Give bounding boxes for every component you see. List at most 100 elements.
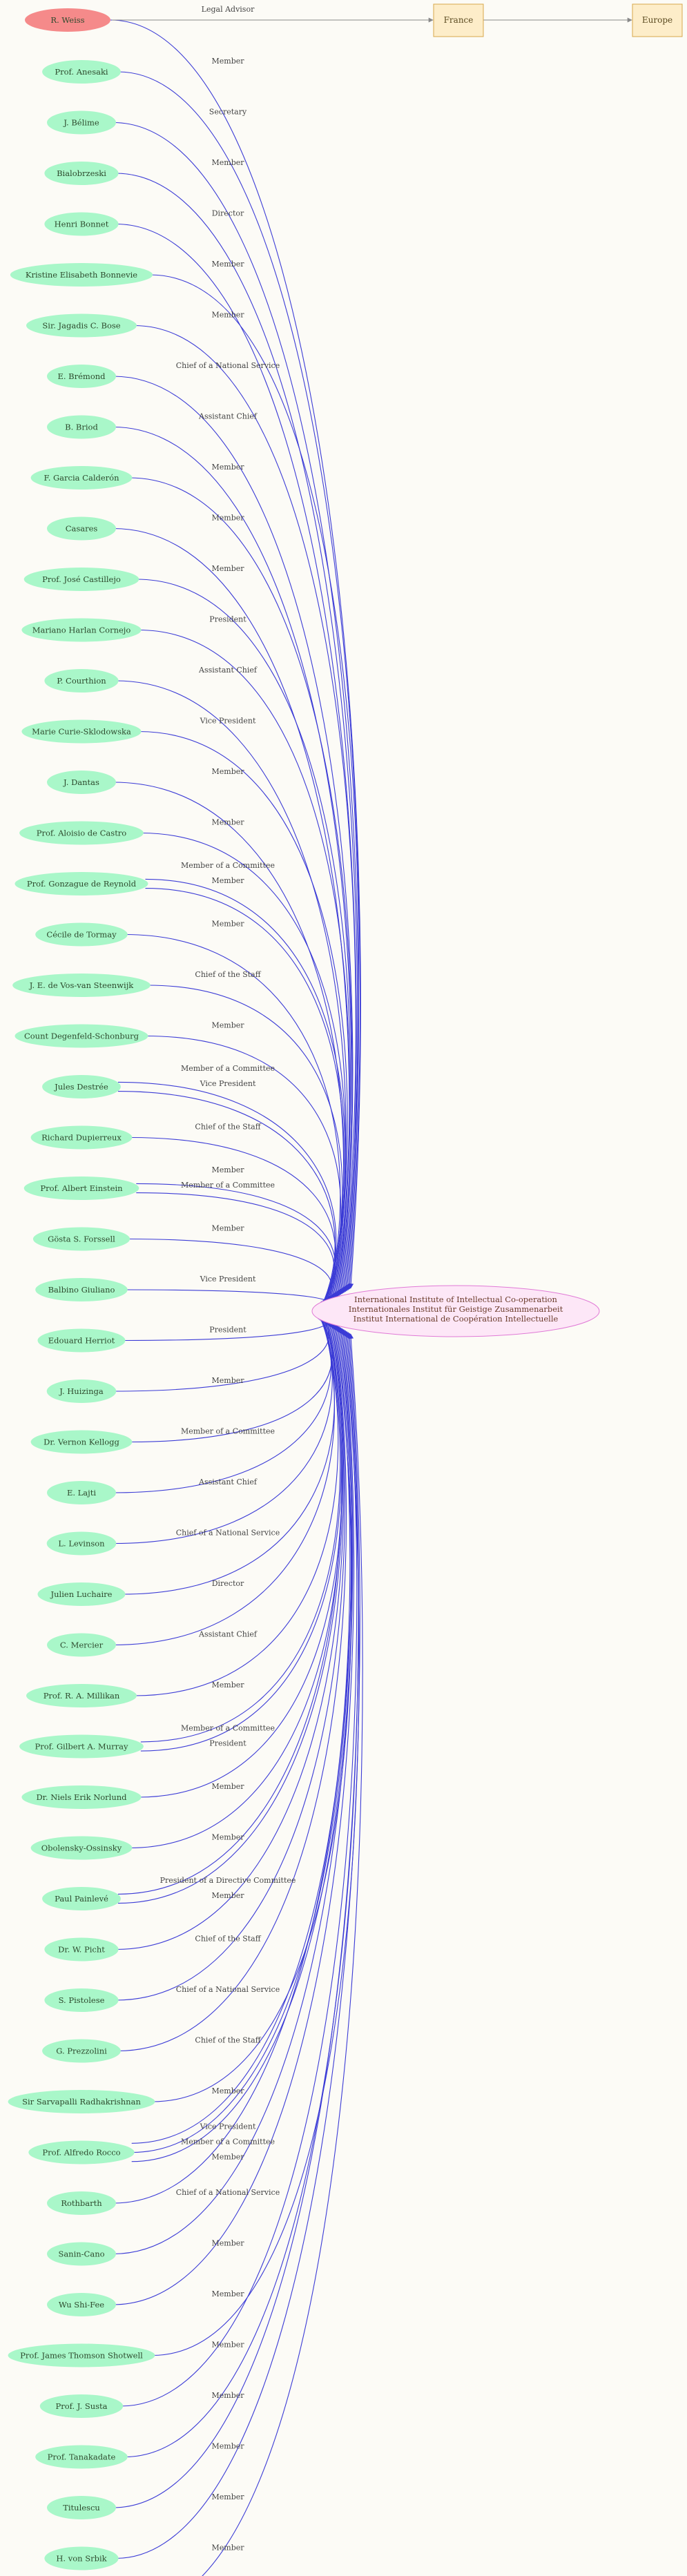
edge-e-bremond-chief-of-a-national-service-0 <box>113 376 354 1295</box>
node-sir-sarvapalli-radhakrishnan[interactable] <box>8 2090 155 2113</box>
node-j-huizinga[interactable] <box>46 1379 117 1403</box>
edge-label-prof-alfredo-rocco-member-of-a-committee-1: Member of a Committee <box>181 2138 275 2147</box>
node-prof-jose-castillejo[interactable] <box>23 568 139 591</box>
edge-label-p-courthion-assistant-chief-0: Assistant Chief <box>198 666 258 675</box>
node-prof-albert-einstein[interactable] <box>23 1176 139 1200</box>
node-label-h-von-srbik: H. von Srbik <box>56 2554 107 2564</box>
node-titulescu[interactable] <box>47 2496 116 2519</box>
node-marie-curie-sklodowska[interactable] <box>21 719 142 744</box>
edge-rothbarth-chief-of-a-national-service-0 <box>113 1327 352 2204</box>
node-h-von-srbik[interactable] <box>44 2546 119 2570</box>
node-count-degenfeld-schonburg[interactable] <box>14 1024 148 1048</box>
node-edouard-herriot[interactable] <box>37 1328 126 1353</box>
node-label-dr-w-picht: Dr. W. Picht <box>58 1945 105 1955</box>
edge-wu-shi-fee-member-0 <box>113 1328 355 2305</box>
edge-prof-r-a-millikan-member-0 <box>133 1316 339 1696</box>
edge-prof-alfred-zimmern-deputy-director-0 <box>202 1333 363 2576</box>
edge-bialobrzeski-member-0 <box>115 173 358 1292</box>
edge-richard-dupierreux-chief-of-the-staff-0 <box>129 1136 336 1308</box>
node-rothbarth[interactable] <box>47 2191 116 2215</box>
edge-label-g-prezzolini-chief-of-the-staff-0: Chief of the Staff <box>195 2036 261 2045</box>
node-s-pistolese[interactable] <box>44 1988 119 2012</box>
node-obolensky-ossinsky[interactable] <box>30 1836 133 1860</box>
node-label-j-dantas: J. Dantas <box>63 777 99 787</box>
node-jules-destree[interactable] <box>42 1075 121 1098</box>
institute-ellipse[interactable] <box>311 1285 600 1337</box>
node-label-gosta-s-forssell: Gösta S. Forssell <box>48 1234 115 1244</box>
node-richard-dupierreux[interactable] <box>30 1125 133 1150</box>
node-label-richard-dupierreux: Richard Dupierreux <box>41 1133 122 1143</box>
node-prof-alfredo-rocco[interactable] <box>28 2140 135 2165</box>
node-casares[interactable] <box>47 516 116 541</box>
node-prof-tanakadate[interactable] <box>35 2445 128 2469</box>
node-e-lajti[interactable] <box>47 1481 116 1504</box>
node-mariano-harlan-cornejo[interactable] <box>21 618 142 642</box>
node-balbino-giuliano[interactable] <box>35 1278 128 1301</box>
node-prof-anesaki[interactable] <box>42 60 121 84</box>
node-sanin-cano[interactable] <box>47 2242 116 2266</box>
node-label-p-courthion: P. Courthion <box>57 676 106 686</box>
node-prof-james-thomson-shotwell[interactable] <box>8 2343 155 2367</box>
node-france-box[interactable] <box>433 3 484 37</box>
node-f-garcia-calderon[interactable] <box>30 466 133 490</box>
node-g-prezzolini[interactable] <box>42 2039 121 2063</box>
node-label-bialobrzeski: Bialobrzeski <box>57 168 106 178</box>
edge-label-prof-gonzague-de-reynold-member-1: Member <box>211 876 244 885</box>
institute-label-de: Internationales Institut für Geistige Zu… <box>349 1304 563 1314</box>
node-dr-vernon-kellogg[interactable] <box>30 1430 133 1454</box>
node-prof-j-susta[interactable] <box>39 2394 124 2418</box>
edge-prof-jose-castillejo-member-0 <box>136 579 351 1298</box>
institute-node[interactable]: International Institute of Intellectual … <box>311 1285 600 1337</box>
node-origin[interactable] <box>25 8 110 32</box>
node-wu-shi-fee[interactable] <box>47 2293 116 2316</box>
edge-label-bialobrzeski-member-0: Member <box>211 158 244 167</box>
node-c-mercier[interactable] <box>47 1633 116 1657</box>
edge-h-von-srbik-member-0 <box>115 1333 360 2559</box>
node-paul-painleve[interactable] <box>42 1887 121 1910</box>
node-bialobrzeski[interactable] <box>44 162 119 185</box>
node-label-obolensky-ossinsky: Obolensky-Ossinsky <box>41 1843 122 1853</box>
node-b-briod[interactable] <box>47 415 116 439</box>
edge-label-titulescu-member-0: Member <box>211 2492 244 2501</box>
node-label-henri-bonnet: Henri Bonnet <box>55 220 109 229</box>
edge-sanin-cano-member-0 <box>113 1328 354 2255</box>
edge-label-edouard-herriot-president-0: President <box>209 1326 246 1335</box>
node-label-prof-gonzague-de-reynold: Prof. Gonzague de Reynold <box>27 879 137 889</box>
node-e-bremond[interactable] <box>47 365 116 388</box>
node-prof-gonzague-de-reynold[interactable] <box>14 872 148 895</box>
node-label-prof-r-a-millikan: Prof. R. A. Millikan <box>43 1691 120 1701</box>
node-europe-box[interactable] <box>632 3 683 37</box>
node-label-prof-j-susta: Prof. J. Susta <box>55 2401 107 2411</box>
node-j-dantas[interactable] <box>47 771 116 794</box>
node-label-casares: Casares <box>66 524 98 534</box>
node-sir-jagadis-c-bose[interactable] <box>26 313 137 338</box>
edge-sir-jagadis-c-bose-member-0 <box>133 325 356 1294</box>
node-prof-aloisio-de-castro[interactable] <box>19 821 144 845</box>
edge-label-casares-member-0: Member <box>211 514 244 523</box>
node-label-kristine-elisabeth-bonnevie: Kristine Elisabeth Bonnevie <box>26 270 137 280</box>
node-prof-gilbert-a-murray[interactable] <box>19 1734 144 1759</box>
node-label-julien-luchaire: Julien Luchaire <box>50 1589 113 1599</box>
node-j-e-de-vos-van-steenwijk[interactable] <box>12 974 151 997</box>
node-j-belime[interactable] <box>47 110 116 135</box>
edge-label-prof-james-thomson-shotwell-member-0: Member <box>211 2341 244 2350</box>
node-cecile-de-tormay[interactable] <box>35 922 128 947</box>
edge-label-prof-albert-einstein-member-0: Member <box>211 1165 244 1174</box>
node-gosta-s-forssell[interactable] <box>32 1227 130 1251</box>
edge-label-prof-r-a-millikan-member-0: Member <box>211 1681 244 1689</box>
node-henri-bonnet[interactable] <box>44 212 119 236</box>
node-julien-luchaire[interactable] <box>37 1582 126 1606</box>
edge-label-richard-dupierreux-chief-of-the-staff-0: Chief of the Staff <box>195 1123 261 1132</box>
node-prof-r-a-millikan[interactable] <box>26 1684 137 1707</box>
edge-label-mariano-harlan-cornejo-president-0: President <box>209 615 246 624</box>
edge-count-degenfeld-schonburg-member-0 <box>145 1035 342 1306</box>
node-p-courthion[interactable] <box>44 669 119 693</box>
edge-label-cecile-de-tormay-member-0: Member <box>211 920 244 929</box>
node-dr-niels-erik-norlund[interactable] <box>21 1785 142 1809</box>
edge-gosta-s-forssell-member-0 <box>127 1238 333 1310</box>
node-l-levinson[interactable] <box>46 1531 117 1556</box>
node-dr-w-picht[interactable] <box>44 1937 119 1962</box>
node-kristine-elisabeth-bonnevie[interactable] <box>10 263 153 287</box>
node-label-marie-curie-sklodowska: Marie Curie-Sklodowska <box>32 727 131 737</box>
node-label-sir-sarvapalli-radhakrishnan: Sir Sarvapalli Radhakrishnan <box>22 2097 141 2107</box>
